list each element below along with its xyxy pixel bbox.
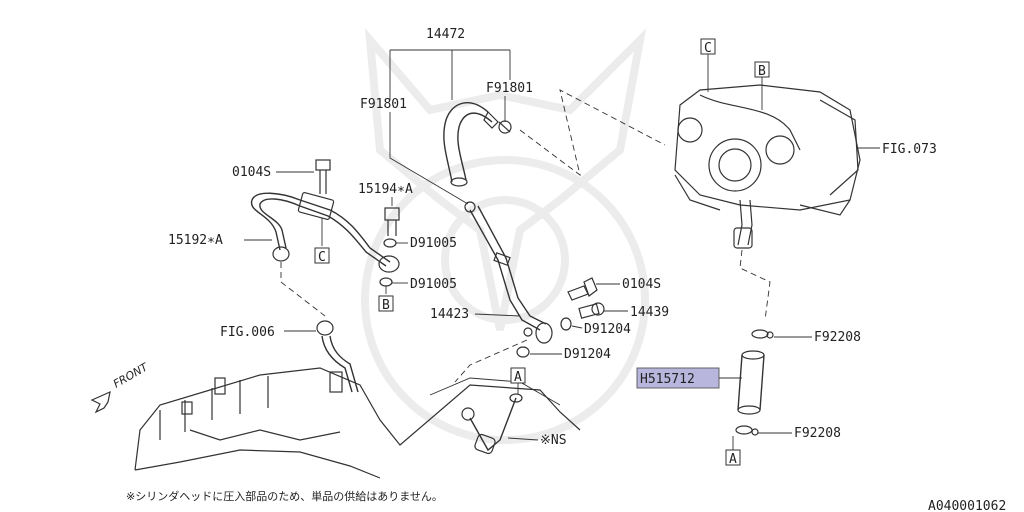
hose-h515712: [737, 350, 765, 415]
label-ns: ※NS: [540, 433, 567, 448]
connector-fig006: [316, 320, 359, 393]
hose-14472: [443, 102, 499, 187]
ref-box-b-left: B: [378, 286, 394, 313]
ref-box-a-mid: A: [510, 367, 526, 394]
label-f92208-bottom: F92208: [794, 426, 841, 441]
watermark: [361, 27, 649, 444]
label-15194a: 15194∗A: [358, 182, 413, 197]
gasket-d91204-top: [560, 317, 572, 331]
cylinder-head: [134, 367, 581, 479]
gasket-d91204-bottom: [516, 346, 530, 358]
clamp-f91801-right: [498, 120, 512, 134]
label-front: FRONT: [111, 360, 151, 391]
label-14472: 14472: [426, 27, 465, 42]
label-d91204-bottom: D91204: [564, 347, 611, 362]
svg-text:C: C: [318, 250, 326, 265]
ref-box-a-right: A: [725, 436, 741, 467]
label-d91005-bottom: D91005: [410, 277, 457, 292]
clamp-f92208-top: [751, 329, 774, 339]
footnote: ※シリンダヘッドに圧入部品のため、単品の供給はありません。: [126, 489, 443, 503]
clamp-f92208-bottom: [735, 425, 759, 436]
svg-text:A: A: [514, 370, 522, 385]
clamp-f91801-left: [464, 201, 476, 213]
bolt-0104s-top: [315, 159, 331, 194]
washer-d91005-top: [383, 238, 397, 248]
pipe-14423: [469, 205, 553, 344]
label-0104s-right: 0104S: [622, 277, 661, 292]
label-fig073: FIG.073: [882, 142, 937, 157]
svg-text:B: B: [382, 298, 390, 313]
label-f91801-left: F91801: [360, 97, 407, 112]
label-0104s-top: 0104S: [232, 165, 271, 180]
fitting-ns: [461, 393, 523, 455]
washer-d91005-bottom: [379, 277, 393, 287]
bolt-15194a: [384, 207, 400, 236]
label-d91005-top: D91005: [410, 236, 457, 251]
svg-text:B: B: [758, 64, 766, 79]
label-fig006: FIG.006: [220, 325, 275, 340]
label-f92208-top: F92208: [814, 330, 861, 345]
svg-text:A: A: [729, 452, 737, 467]
label-15192a: 15192∗A: [168, 233, 223, 248]
label-14439: 14439: [630, 305, 669, 320]
label-14423: 14423: [430, 307, 469, 322]
label-h515712[interactable]: H515712: [640, 372, 695, 387]
diagram-id: A040001062: [928, 499, 1006, 512]
bolt-0104s-right: [567, 277, 598, 301]
turbocharger: [674, 84, 861, 249]
ref-box-c-left: C: [314, 218, 330, 265]
ref-box-b-top: B: [754, 61, 770, 110]
front-arrow: FRONT: [90, 360, 151, 414]
bolt-14439: [578, 302, 605, 319]
svg-text:C: C: [704, 41, 712, 56]
label-f91801-right: F91801: [486, 81, 533, 96]
label-d91204-top: D91204: [584, 322, 631, 337]
pipe-15192a: [250, 192, 400, 273]
ref-box-c-top: C: [700, 38, 716, 92]
